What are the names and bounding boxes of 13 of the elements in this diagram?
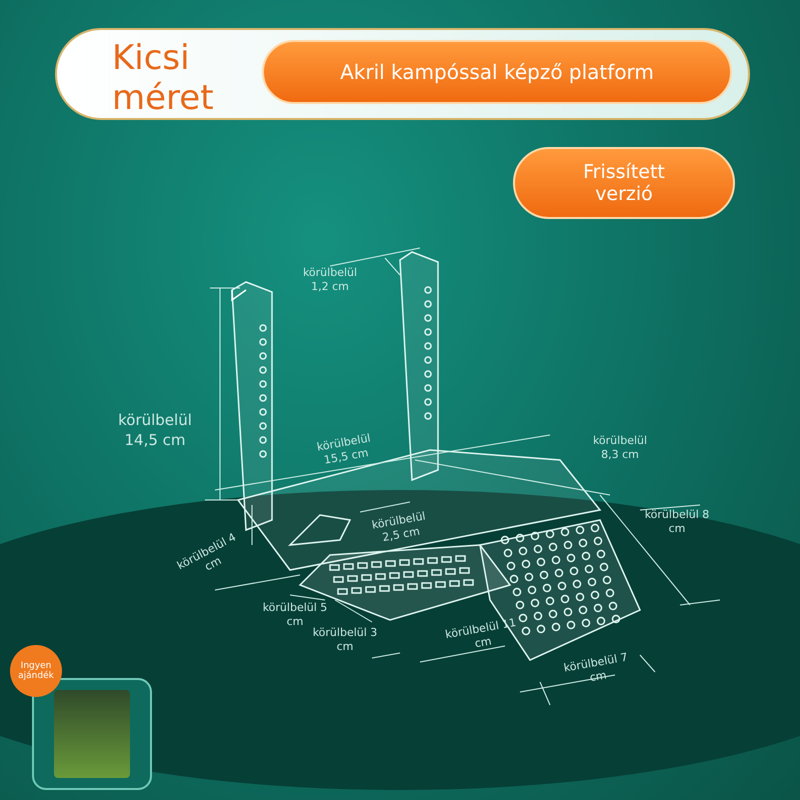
dimension-label: körülbelül 14,5 cm [117, 410, 193, 450]
dimension-label: körülbelül 11 cm [444, 616, 518, 652]
dimension-label: körülbelül 7 cm [562, 650, 630, 686]
dimension-label: körülbelül 8,3 cm [592, 434, 648, 462]
dimension-label: körülbelül 1,2 cm [302, 266, 358, 294]
gift-panel [32, 678, 152, 790]
heading-pill: Akril kampóssal képző platform [262, 40, 732, 104]
dimension-label: körülbelül 2,5 cm [370, 508, 428, 546]
dimension-label: körülbelül 3 cm [312, 626, 378, 654]
size-heading: Kicsi méret [112, 38, 215, 118]
version-pill: Frissített verzió [513, 147, 735, 219]
dimension-label: körülbelül 8 cm [644, 508, 710, 536]
dimension-label: körülbelül 15,5 cm [314, 430, 372, 469]
